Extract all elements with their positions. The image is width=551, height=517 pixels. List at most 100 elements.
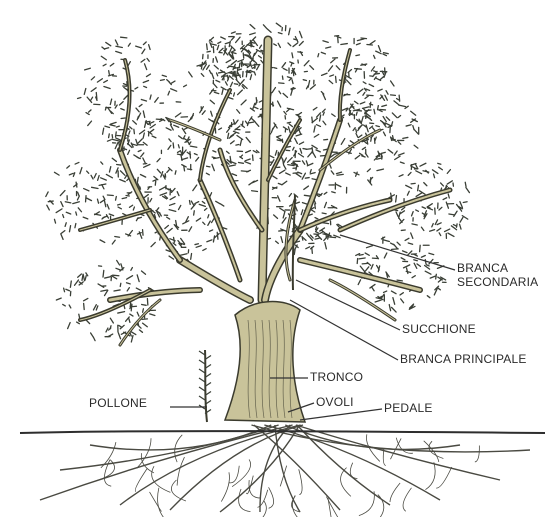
leaf (219, 128, 222, 130)
leaf (196, 246, 201, 248)
leaf (187, 169, 191, 170)
leaf (276, 241, 279, 243)
rootlet (280, 466, 286, 487)
leaf (98, 176, 100, 181)
leaf (322, 213, 326, 214)
leaf (320, 115, 321, 121)
leaf (278, 43, 280, 47)
leaf (143, 230, 144, 235)
leaf (430, 230, 435, 232)
leaf (109, 167, 110, 172)
leaf (115, 40, 117, 45)
leaf (441, 183, 444, 186)
leaf (137, 139, 142, 144)
leaf (233, 131, 238, 133)
leaf (121, 37, 127, 38)
leaf (217, 45, 218, 49)
leaf (417, 264, 420, 266)
leaf (109, 328, 111, 330)
leaf (435, 220, 437, 225)
leaf (91, 88, 96, 92)
leaf (355, 69, 362, 70)
leaf (316, 227, 317, 230)
branch-fill (300, 260, 420, 290)
leaf (196, 157, 199, 161)
leaf (240, 140, 241, 146)
leaf (86, 113, 89, 115)
leaf (85, 68, 91, 70)
leaf (150, 129, 153, 132)
leaf (414, 260, 418, 261)
leaf (118, 207, 121, 209)
leaf (426, 265, 429, 266)
leaf (302, 203, 307, 205)
leaf (149, 122, 150, 125)
leaf (365, 253, 369, 255)
leaf (129, 131, 130, 134)
root (264, 425, 440, 500)
leaf (249, 122, 254, 123)
leaf (106, 174, 112, 177)
leaf (66, 212, 70, 214)
leaf (144, 86, 147, 87)
leaf (92, 187, 98, 188)
leaf (237, 68, 238, 75)
leaf (401, 258, 405, 260)
leaf (113, 275, 119, 276)
leaf (380, 76, 384, 80)
leaf (225, 42, 230, 43)
leaf (129, 319, 130, 323)
leaf (150, 124, 155, 128)
leaf (137, 312, 139, 316)
leaf (150, 314, 155, 316)
leaf (400, 293, 403, 295)
leaf (362, 156, 365, 157)
leaf (439, 207, 442, 210)
leaf (69, 305, 71, 308)
leaf (385, 95, 387, 100)
leaf (171, 89, 177, 91)
leaf (328, 66, 332, 71)
leaf (136, 46, 142, 48)
leaf (157, 208, 159, 211)
leaf (278, 183, 281, 184)
leaf (418, 185, 419, 191)
leaf (288, 165, 294, 166)
leaf (428, 204, 433, 207)
leaf (310, 170, 311, 173)
leaf (112, 158, 116, 161)
leaf (273, 176, 277, 179)
leaf (287, 122, 290, 123)
leaf (143, 111, 144, 117)
leaf (363, 109, 365, 111)
leaf (96, 306, 98, 310)
leaf (189, 72, 192, 77)
leaf (116, 126, 119, 127)
leaf (105, 126, 110, 127)
leaf (312, 147, 313, 153)
leaf (398, 153, 404, 155)
leaf (144, 195, 148, 198)
leaf (358, 135, 361, 137)
leaf (127, 276, 133, 279)
leaf (384, 291, 387, 292)
leaf (101, 290, 107, 291)
leaf (378, 46, 380, 52)
leaf (168, 91, 170, 95)
leaf (182, 158, 188, 160)
leaf (177, 192, 179, 196)
leaf (308, 152, 312, 157)
leaf (136, 288, 141, 290)
leaf (201, 62, 202, 69)
leaf (207, 166, 210, 167)
leaf (87, 171, 89, 173)
leaf (299, 41, 303, 45)
leaf (439, 167, 443, 170)
leaf (144, 164, 150, 167)
leaf (374, 73, 379, 74)
leaf (109, 214, 113, 216)
leaf (321, 52, 325, 54)
leaf (293, 147, 294, 150)
leaf (272, 88, 275, 93)
